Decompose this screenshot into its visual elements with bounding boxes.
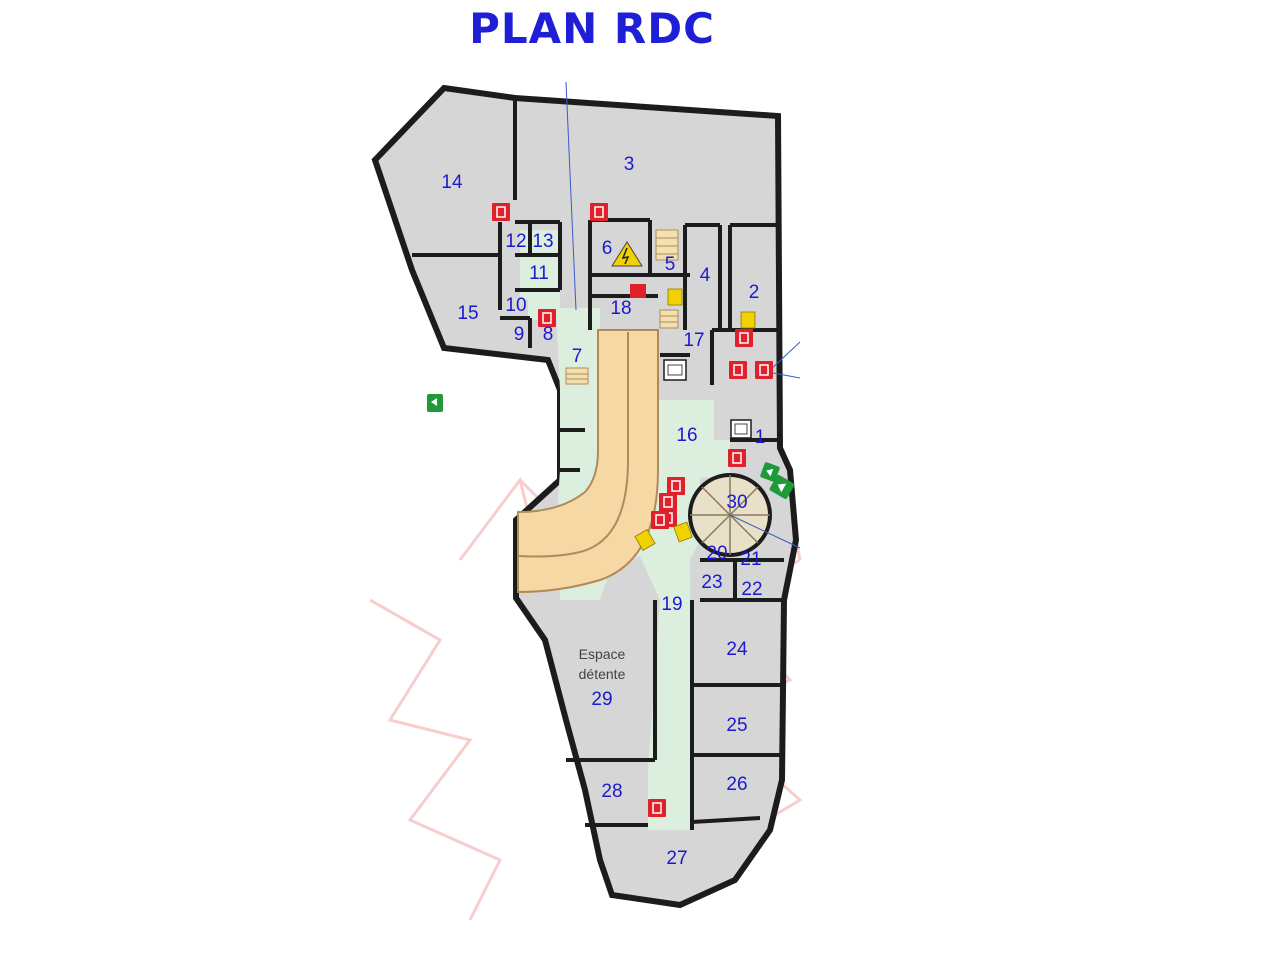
room-number-12: 12 (505, 231, 526, 252)
fire-extinguisher-icon (492, 203, 510, 221)
room-number-2: 2 (749, 282, 760, 303)
room-number-23: 23 (701, 572, 722, 593)
room-number-19: 19 (661, 594, 682, 615)
fire-extinguisher-icon (735, 329, 753, 347)
staircase-icon (655, 229, 679, 261)
room-number-16: 16 (676, 425, 697, 446)
page-title: PLAN RDC (469, 4, 715, 53)
staircase-icon (565, 367, 589, 385)
fire-extinguisher-icon (667, 477, 685, 495)
elevator-icon (730, 419, 752, 439)
room-number-22: 22 (741, 579, 762, 600)
emergency-exit-icon (769, 474, 795, 500)
room-name-29-line-2: détente (579, 666, 626, 682)
room-number-25: 25 (726, 715, 747, 736)
emergency-exit-icon (427, 394, 443, 412)
room-number-26: 26 (726, 774, 747, 795)
room-number-11: 11 (529, 263, 549, 284)
room-number-14: 14 (441, 172, 463, 193)
room-number-20: 20 (706, 543, 727, 564)
room-number-28: 28 (601, 781, 622, 802)
alarm-icon (630, 284, 646, 298)
emergency-exit-icon (760, 462, 780, 482)
room-number-4: 4 (700, 265, 711, 286)
room-number-27: 27 (666, 848, 687, 869)
room-number-3: 3 (624, 154, 635, 175)
room-number-17: 17 (683, 330, 704, 351)
electrical-hazard-icon (611, 241, 643, 267)
elevator-icon (663, 359, 687, 381)
room-number-13: 13 (532, 231, 553, 252)
electrical-hazard-icon (740, 311, 756, 329)
room-number-7: 7 (572, 346, 583, 367)
room-number-6: 6 (602, 238, 613, 259)
room-number-1: 1 (755, 427, 766, 448)
room-number-5: 5 (665, 254, 676, 275)
fire-extinguisher-icon (590, 203, 608, 221)
room-number-10: 10 (505, 295, 526, 316)
electrical-hazard-icon (673, 521, 693, 543)
fire-extinguisher-icon (659, 493, 677, 511)
fire-extinguisher-icon (651, 511, 669, 529)
room-number-8: 8 (543, 324, 554, 345)
fire-extinguisher-icon (729, 361, 747, 379)
room-number-21: 21 (740, 549, 761, 570)
room-number-24: 24 (726, 639, 748, 660)
room-name-29-line-1: Espace (579, 646, 626, 662)
fire-extinguisher-icon (648, 799, 666, 817)
evacuation-arrow-icon (565, 81, 801, 549)
interior-walls (412, 98, 784, 830)
fire-extinguisher-icon (538, 309, 556, 327)
fire-extinguisher-icon (755, 361, 773, 379)
room-number-18: 18 (610, 298, 631, 319)
electrical-hazard-icon (634, 529, 656, 551)
room-number-15: 15 (457, 303, 478, 324)
room-number-30: 30 (726, 492, 747, 513)
room-number-9: 9 (514, 324, 525, 345)
room-number-29: 29 (591, 689, 612, 710)
fire-extinguisher-icon (728, 449, 746, 467)
electrical-hazard-icon (667, 288, 683, 306)
staircase-icon (659, 309, 679, 329)
